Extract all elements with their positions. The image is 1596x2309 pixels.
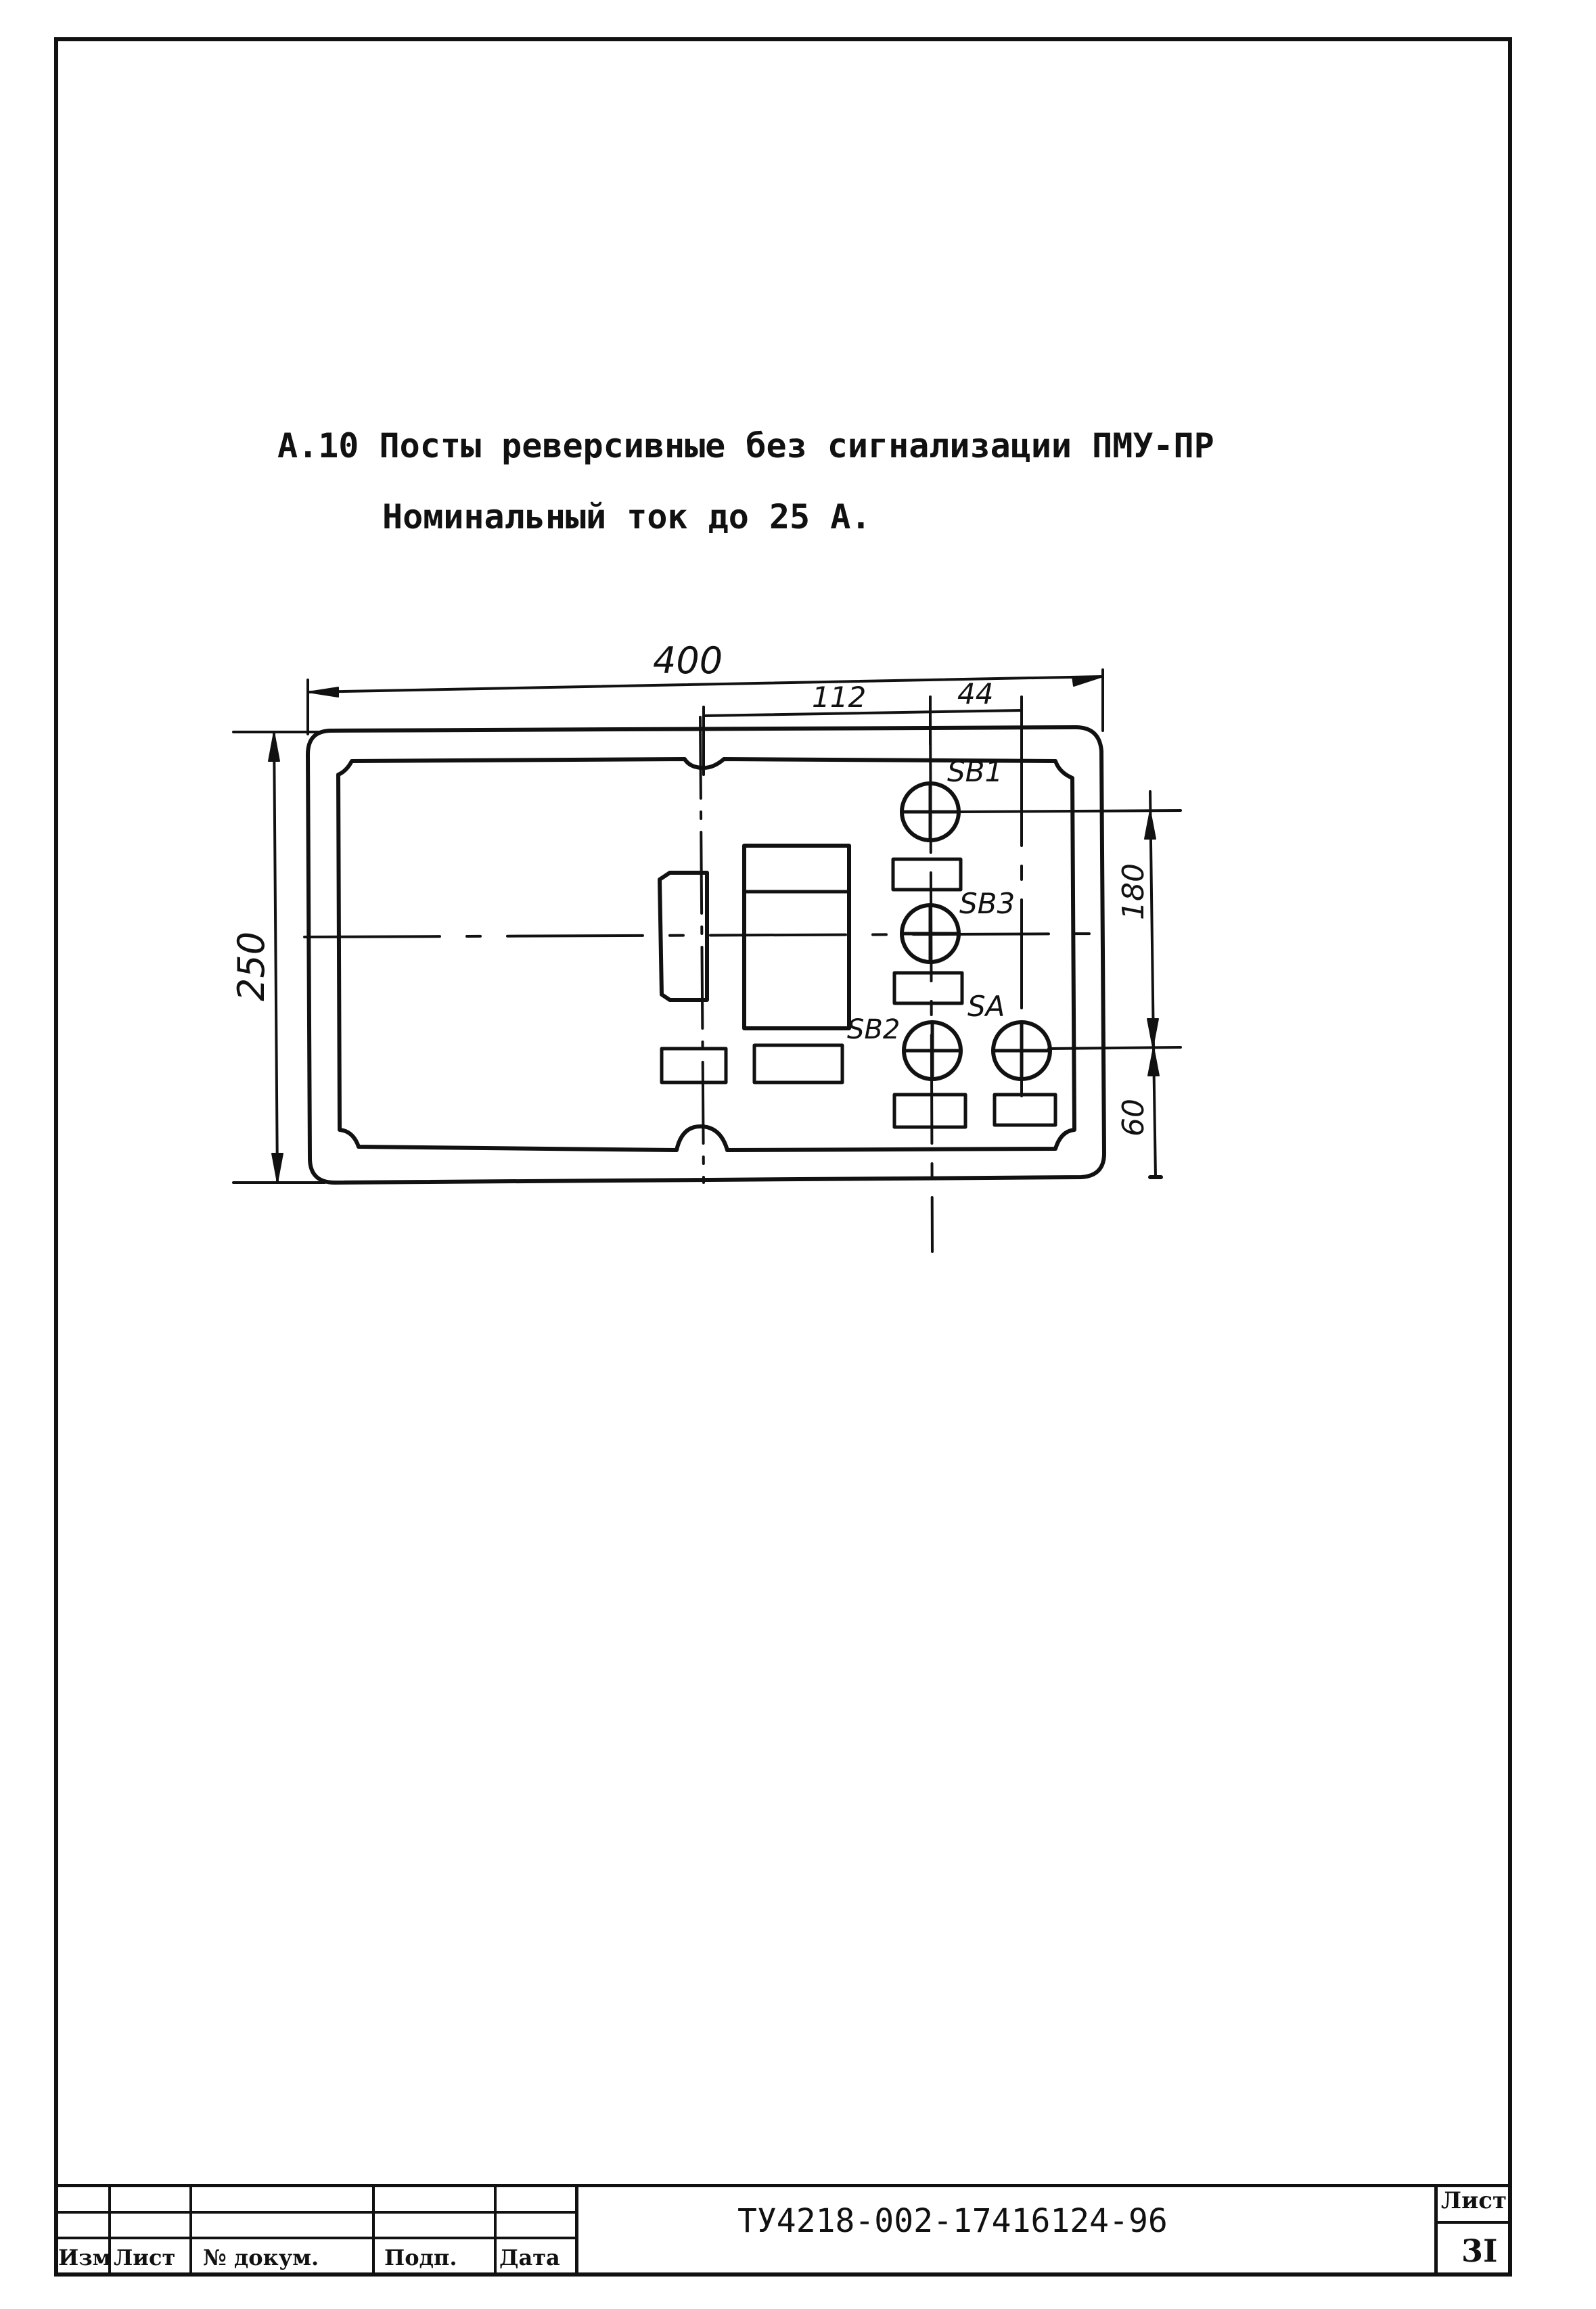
dim-44-text: 44	[957, 677, 993, 710]
title-block-sheet-rule	[1434, 2221, 1512, 2224]
dim-arrow-60-top	[1147, 1047, 1160, 1076]
dim-line-250	[273, 731, 279, 1184]
title-block-col-1	[108, 2184, 111, 2277]
dim-line-400	[306, 675, 1104, 693]
switch-handle	[658, 871, 709, 1002]
title-block-top-rule	[54, 2184, 1512, 2187]
dim-line-112	[702, 709, 1023, 717]
dim-arrow-180-top	[1144, 810, 1156, 840]
section-title: Посты реверсивные без сигнализации ПМУ-П…	[379, 426, 1214, 465]
horizontal-center-axis	[303, 932, 1104, 938]
label-plate-mid	[752, 1043, 844, 1084]
dim-180-text: 180	[1116, 863, 1151, 920]
vertical-center-axis	[699, 716, 705, 1184]
label-sb2: SB2	[847, 1014, 900, 1045]
label-sa: SA	[967, 990, 1005, 1023]
title-block-row-rule-1	[54, 2211, 575, 2214]
label-plate-sb2	[892, 1093, 967, 1129]
dim-112-text: 112	[812, 681, 866, 714]
col-label-list: Лист	[114, 2245, 176, 2270]
section-heading: А.10 Посты реверсивные без сигнализации …	[277, 426, 1214, 465]
sheet-number: 3I	[1461, 2233, 1498, 2269]
label-sb3: SB3	[959, 887, 1015, 920]
title-block-col-sheet	[1434, 2184, 1438, 2277]
contactor-block	[742, 844, 851, 1030]
drawing-frame	[54, 37, 1512, 2277]
title-block-col-2	[189, 2184, 192, 2277]
sheet-label: Лист	[1441, 2187, 1507, 2214]
label-sb1: SB1	[947, 755, 1003, 788]
col-label-sign: Подп.	[384, 2245, 457, 2270]
dim-250-text: 250	[230, 932, 273, 1001]
label-plate-sb3	[892, 971, 964, 1005]
dim-ext-sb1	[959, 809, 1182, 813]
dim-arrow-right	[1072, 676, 1103, 687]
section-number: А.10	[277, 426, 359, 465]
title-block-col-4	[494, 2184, 497, 2277]
dim-arrow-bottom	[271, 1153, 283, 1183]
dim-arrow-top	[268, 731, 280, 762]
dim-ext-sa	[1047, 1046, 1182, 1050]
col-label-date: Дата	[499, 2245, 560, 2270]
rated-current-text: Номинальный ток до 25 А.	[382, 497, 871, 536]
label-plate-left	[660, 1047, 728, 1084]
col-label-doc-no: № докум.	[203, 2245, 319, 2270]
dim-60-text: 60	[1116, 1099, 1151, 1137]
dim-400-text: 400	[653, 639, 723, 682]
label-plate-sb1	[891, 857, 963, 892]
col-label-izm: Изм	[58, 2245, 112, 2270]
title-block-col-3	[372, 2184, 375, 2277]
dim-arrow-left	[307, 687, 339, 698]
dim-arrow-180-bottom	[1147, 1018, 1159, 1048]
title-block-col-5	[575, 2184, 578, 2277]
document-code: ТУ4218-002-17416124-96	[737, 2202, 1168, 2240]
enclosure-outer-outline	[306, 725, 1106, 1185]
enclosure-inner-outline	[336, 757, 1076, 1152]
label-plate-sa	[993, 1093, 1057, 1127]
title-block-row-rule-2	[54, 2237, 575, 2239]
